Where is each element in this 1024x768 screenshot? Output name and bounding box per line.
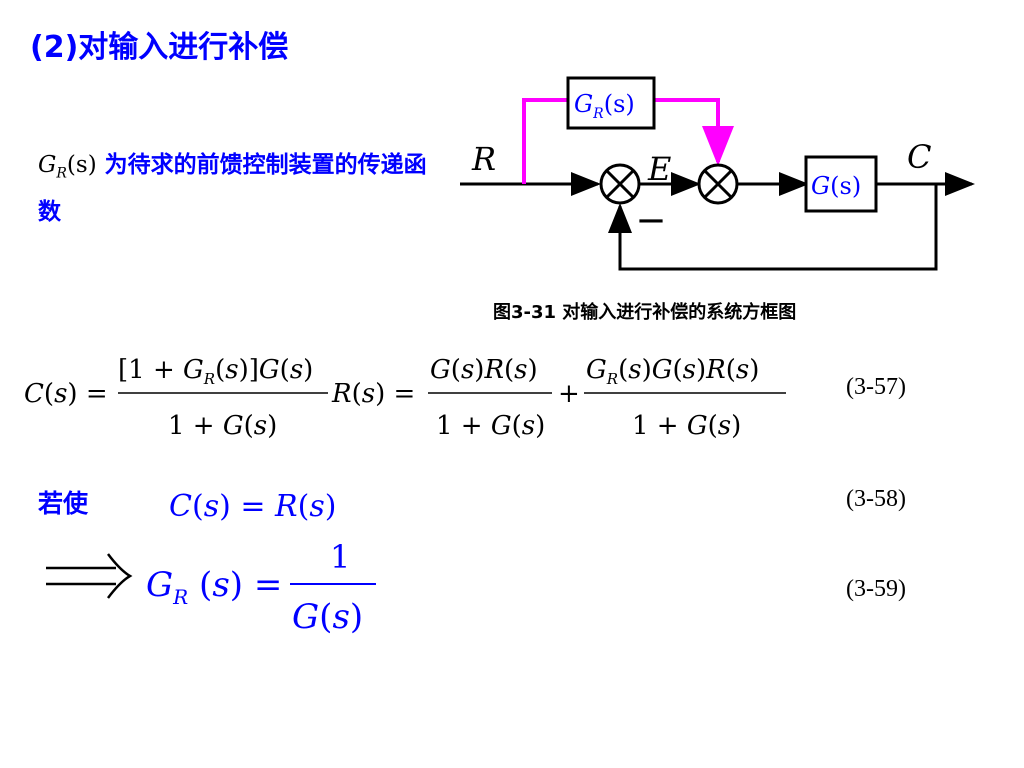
plant-block-label: G(s) [811, 172, 861, 200]
input-label-r: R [471, 140, 496, 178]
description-text: 为待求的前馈控制装置的传递函数 [38, 152, 427, 225]
equation-3-58: C(s) = R(s) [169, 489, 336, 524]
svg-text:R(s) =: R(s) = [331, 379, 415, 409]
implies-arrow-icon [46, 553, 133, 599]
equation-number-3-58: (3-58) [846, 486, 906, 512]
svg-text:1 + G(s): 1 + G(s) [436, 411, 545, 441]
svg-text:1 + G(s): 1 + G(s) [168, 411, 277, 441]
description-symbol: GR(s) [38, 152, 97, 182]
equation-number-3-59: (3-59) [846, 576, 906, 602]
svg-text:1: 1 [330, 540, 350, 576]
svg-text:+: + [558, 379, 580, 409]
feedforward-block-label: GR(s) [574, 90, 635, 122]
svg-text:C(s) =: C(s) = [24, 379, 108, 409]
feedforward-block [566, 76, 656, 130]
svg-text:[1 + GR(s)]G(s): [1 + GR(s)]G(s) [118, 355, 313, 388]
svg-text:GR (s) =: GR (s) = [146, 565, 282, 609]
equation-3-59: GR (s) = 1 G(s) [46, 540, 376, 637]
equation-number-3-57: (3-57) [846, 374, 906, 400]
error-label-e: E [647, 150, 671, 188]
svg-text:G(s): G(s) [292, 597, 363, 637]
slide-title: (2)对输入进行补偿 [30, 30, 289, 65]
feedback-path [608, 184, 938, 271]
summing-junction-1 [599, 163, 641, 205]
svg-text:C(s) = R(s): C(s) = R(s) [169, 489, 336, 524]
svg-text:1 + G(s): 1 + G(s) [632, 411, 741, 441]
summing-junction-2 [697, 163, 739, 205]
block-diagram: R GR(s) E G(s) C — [460, 76, 975, 271]
figure-caption: 图3-31 对输入进行补偿的系统方框图 [493, 302, 797, 323]
minus-sign: — [638, 205, 664, 235]
feedforward-path-out [654, 98, 734, 166]
feedforward-path-in [522, 98, 568, 184]
equation-prefix: 若使 [38, 489, 89, 518]
svg-text:G(s)R(s): G(s)R(s) [430, 355, 538, 385]
svg-text:GR(s)G(s)R(s): GR(s)G(s)R(s) [586, 355, 759, 388]
output-label-c: C [907, 138, 931, 176]
equation-3-57: C(s) = [1 + GR(s)]G(s) 1 + G(s) R(s) = G… [24, 355, 786, 441]
description: GR(s) 为待求的前馈控制装置的传递函数 [38, 146, 428, 231]
